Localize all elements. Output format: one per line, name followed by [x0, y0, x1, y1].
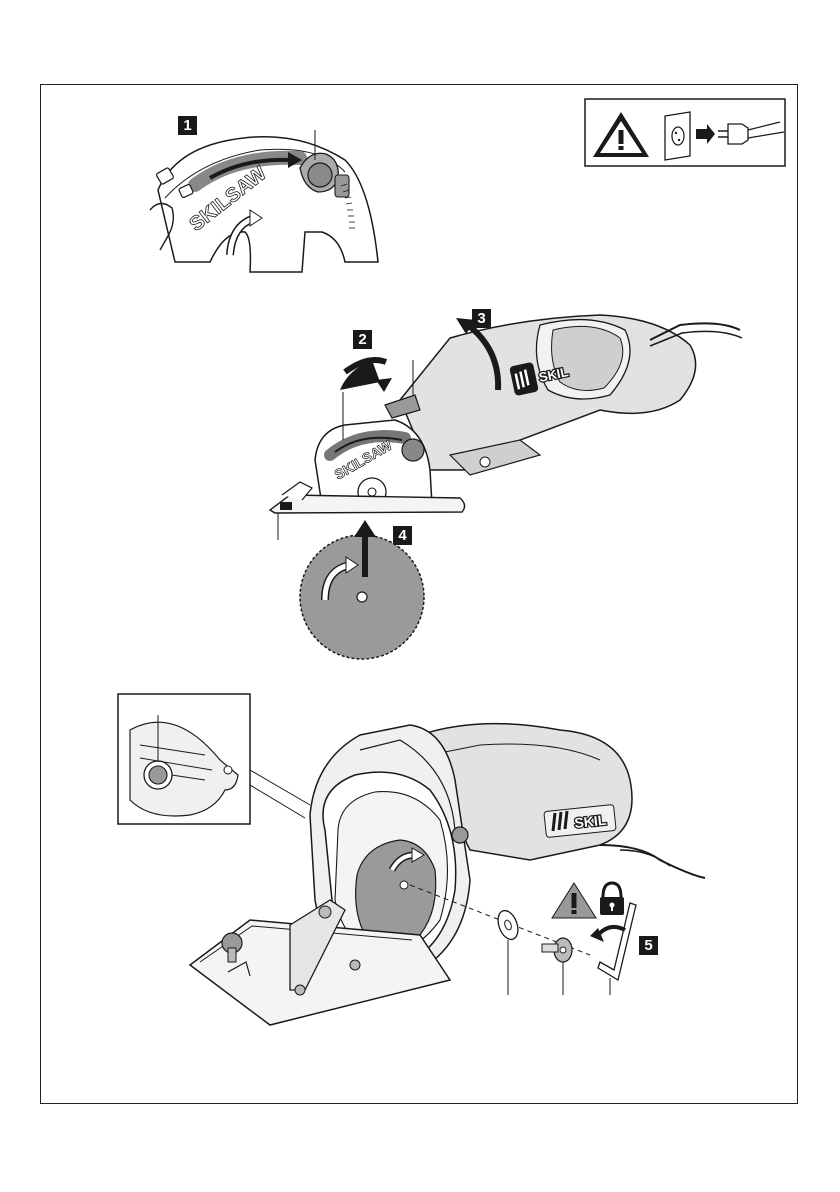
bottom-saw-brand-text: SKIL — [574, 812, 608, 831]
blade-installation-figure: SKIL — [118, 694, 705, 1025]
padlock-icon — [600, 883, 624, 915]
blade-guard-figure: SKILSAW — [150, 130, 378, 272]
saw-blade-removal-figure: SKIL SKILSAW — [270, 315, 742, 659]
unplug-warning-box — [585, 99, 785, 166]
blade-bolt — [542, 938, 572, 962]
spindle-lock-inset — [118, 694, 310, 824]
outer-washer — [494, 908, 521, 942]
caution-triangle-icon — [552, 883, 596, 918]
